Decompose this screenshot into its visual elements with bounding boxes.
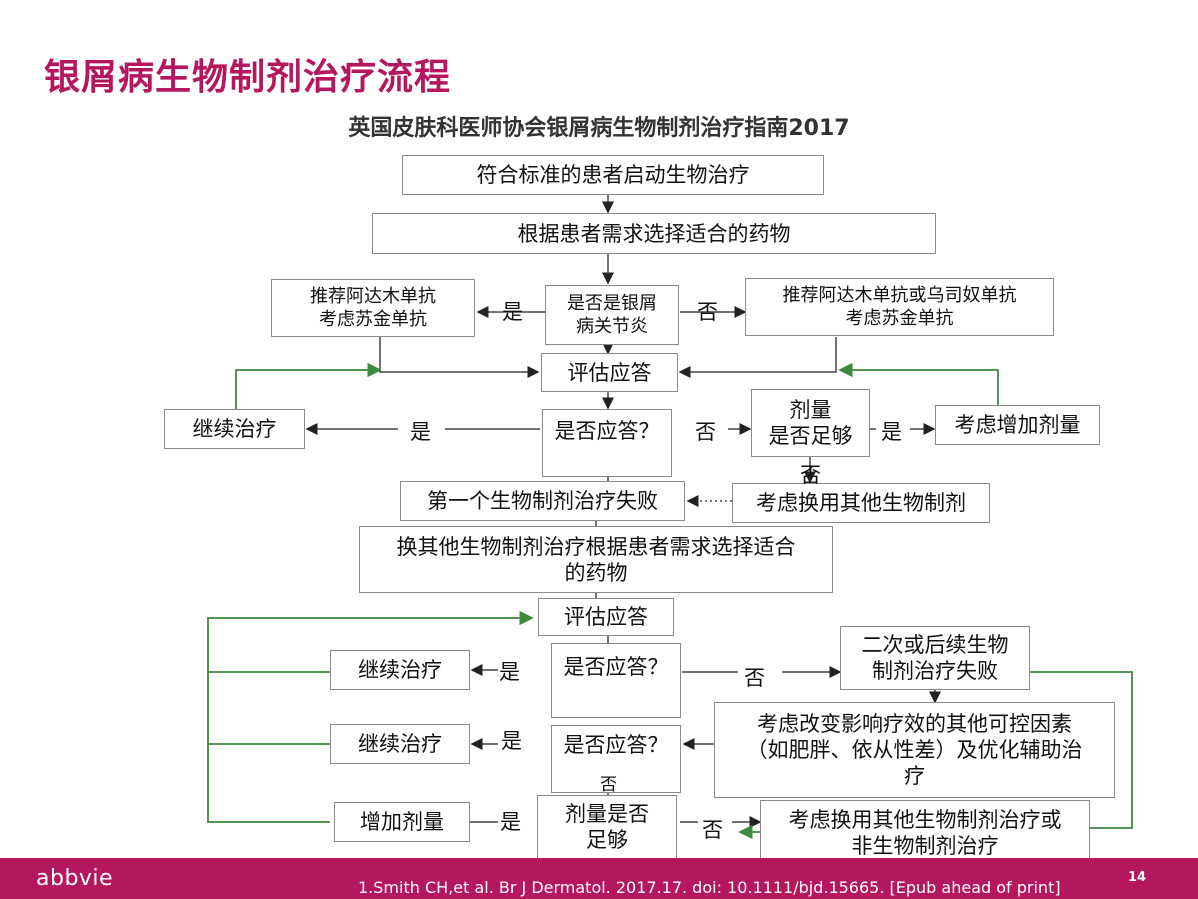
flowchart-connectors: [207, 195, 1133, 840]
dose-question-node-2: 剂量是否 足够: [537, 795, 677, 859]
start-node: 符合标准的患者启动生物治疗: [402, 155, 824, 195]
increase-dose-node-2: 增加剂量: [334, 802, 470, 842]
yes-label: 是: [410, 420, 431, 444]
first-biologic-failure-node: 第一个生物制剂治疗失败: [400, 481, 685, 521]
continue-treatment-node-2: 继续治疗: [330, 650, 470, 690]
yes-label: 是: [499, 660, 520, 684]
right-recommendation-node: 推荐阿达木单抗或乌司奴单抗 考虑苏金单抗: [745, 278, 1054, 336]
yes-label: 是: [502, 300, 523, 324]
diagram-subtitle: 英国皮肤科医师协会银屑病生物制剂治疗指南2017: [348, 116, 850, 141]
switch-other-therapy-node: 考虑换用其他生物制剂治疗或 非生物制剂治疗: [760, 800, 1090, 865]
page-title: 银屑病生物制剂治疗流程: [44, 57, 452, 98]
no-label: 否: [800, 463, 821, 487]
response-question-node-3: 是否应答？: [551, 725, 681, 793]
yes-label: 是: [500, 810, 521, 834]
select-drug-node: 根据患者需求选择适合的药物: [372, 213, 936, 254]
no-label: 否: [697, 300, 718, 324]
reselect-drug-node: 换其他生物制剂治疗根据患者需求选择适合 的药物: [359, 526, 833, 593]
response-question-node-1: 是否应答？: [542, 409, 672, 477]
left-recommendation-node: 推荐阿达木单抗 考虑苏金单抗: [271, 279, 475, 337]
yes-label: 是: [881, 420, 902, 444]
subsequent-biologic-failure-node: 二次或后续生物 制剂治疗失败: [840, 626, 1030, 690]
continue-treatment-node-1: 继续治疗: [164, 409, 305, 449]
psa-question-node: 是否是银屑 病关节炎: [545, 285, 679, 345]
continue-treatment-node-3: 继续治疗: [330, 724, 470, 764]
footer-bar: [0, 858, 1198, 899]
no-label: 否: [744, 666, 765, 690]
page-number: 14: [1128, 870, 1147, 885]
citation-text: 1.Smith CH,et al. Br J Dermatol. 2017.17…: [358, 878, 1061, 897]
no-label: 否: [600, 775, 617, 795]
response-question-node-2: 是否应答？: [551, 643, 681, 718]
abbvie-logo: abbvie: [36, 866, 114, 891]
no-label: 否: [702, 818, 723, 842]
no-label: 否: [695, 420, 716, 444]
yes-label: 是: [501, 729, 522, 753]
modify-factors-node: 考虑改变影响疗效的其他可控因素 （如肥胖、依从性差）及优化辅助治 疗: [714, 702, 1115, 798]
assess-response-node-2: 评估应答: [538, 598, 674, 636]
dose-question-node-1: 剂量 是否足够: [751, 389, 870, 457]
assess-response-node-1: 评估应答: [541, 353, 678, 392]
switch-biologic-node: 考虑换用其他生物制剂: [732, 483, 990, 523]
increase-dose-node-1: 考虑增加剂量: [935, 405, 1100, 445]
